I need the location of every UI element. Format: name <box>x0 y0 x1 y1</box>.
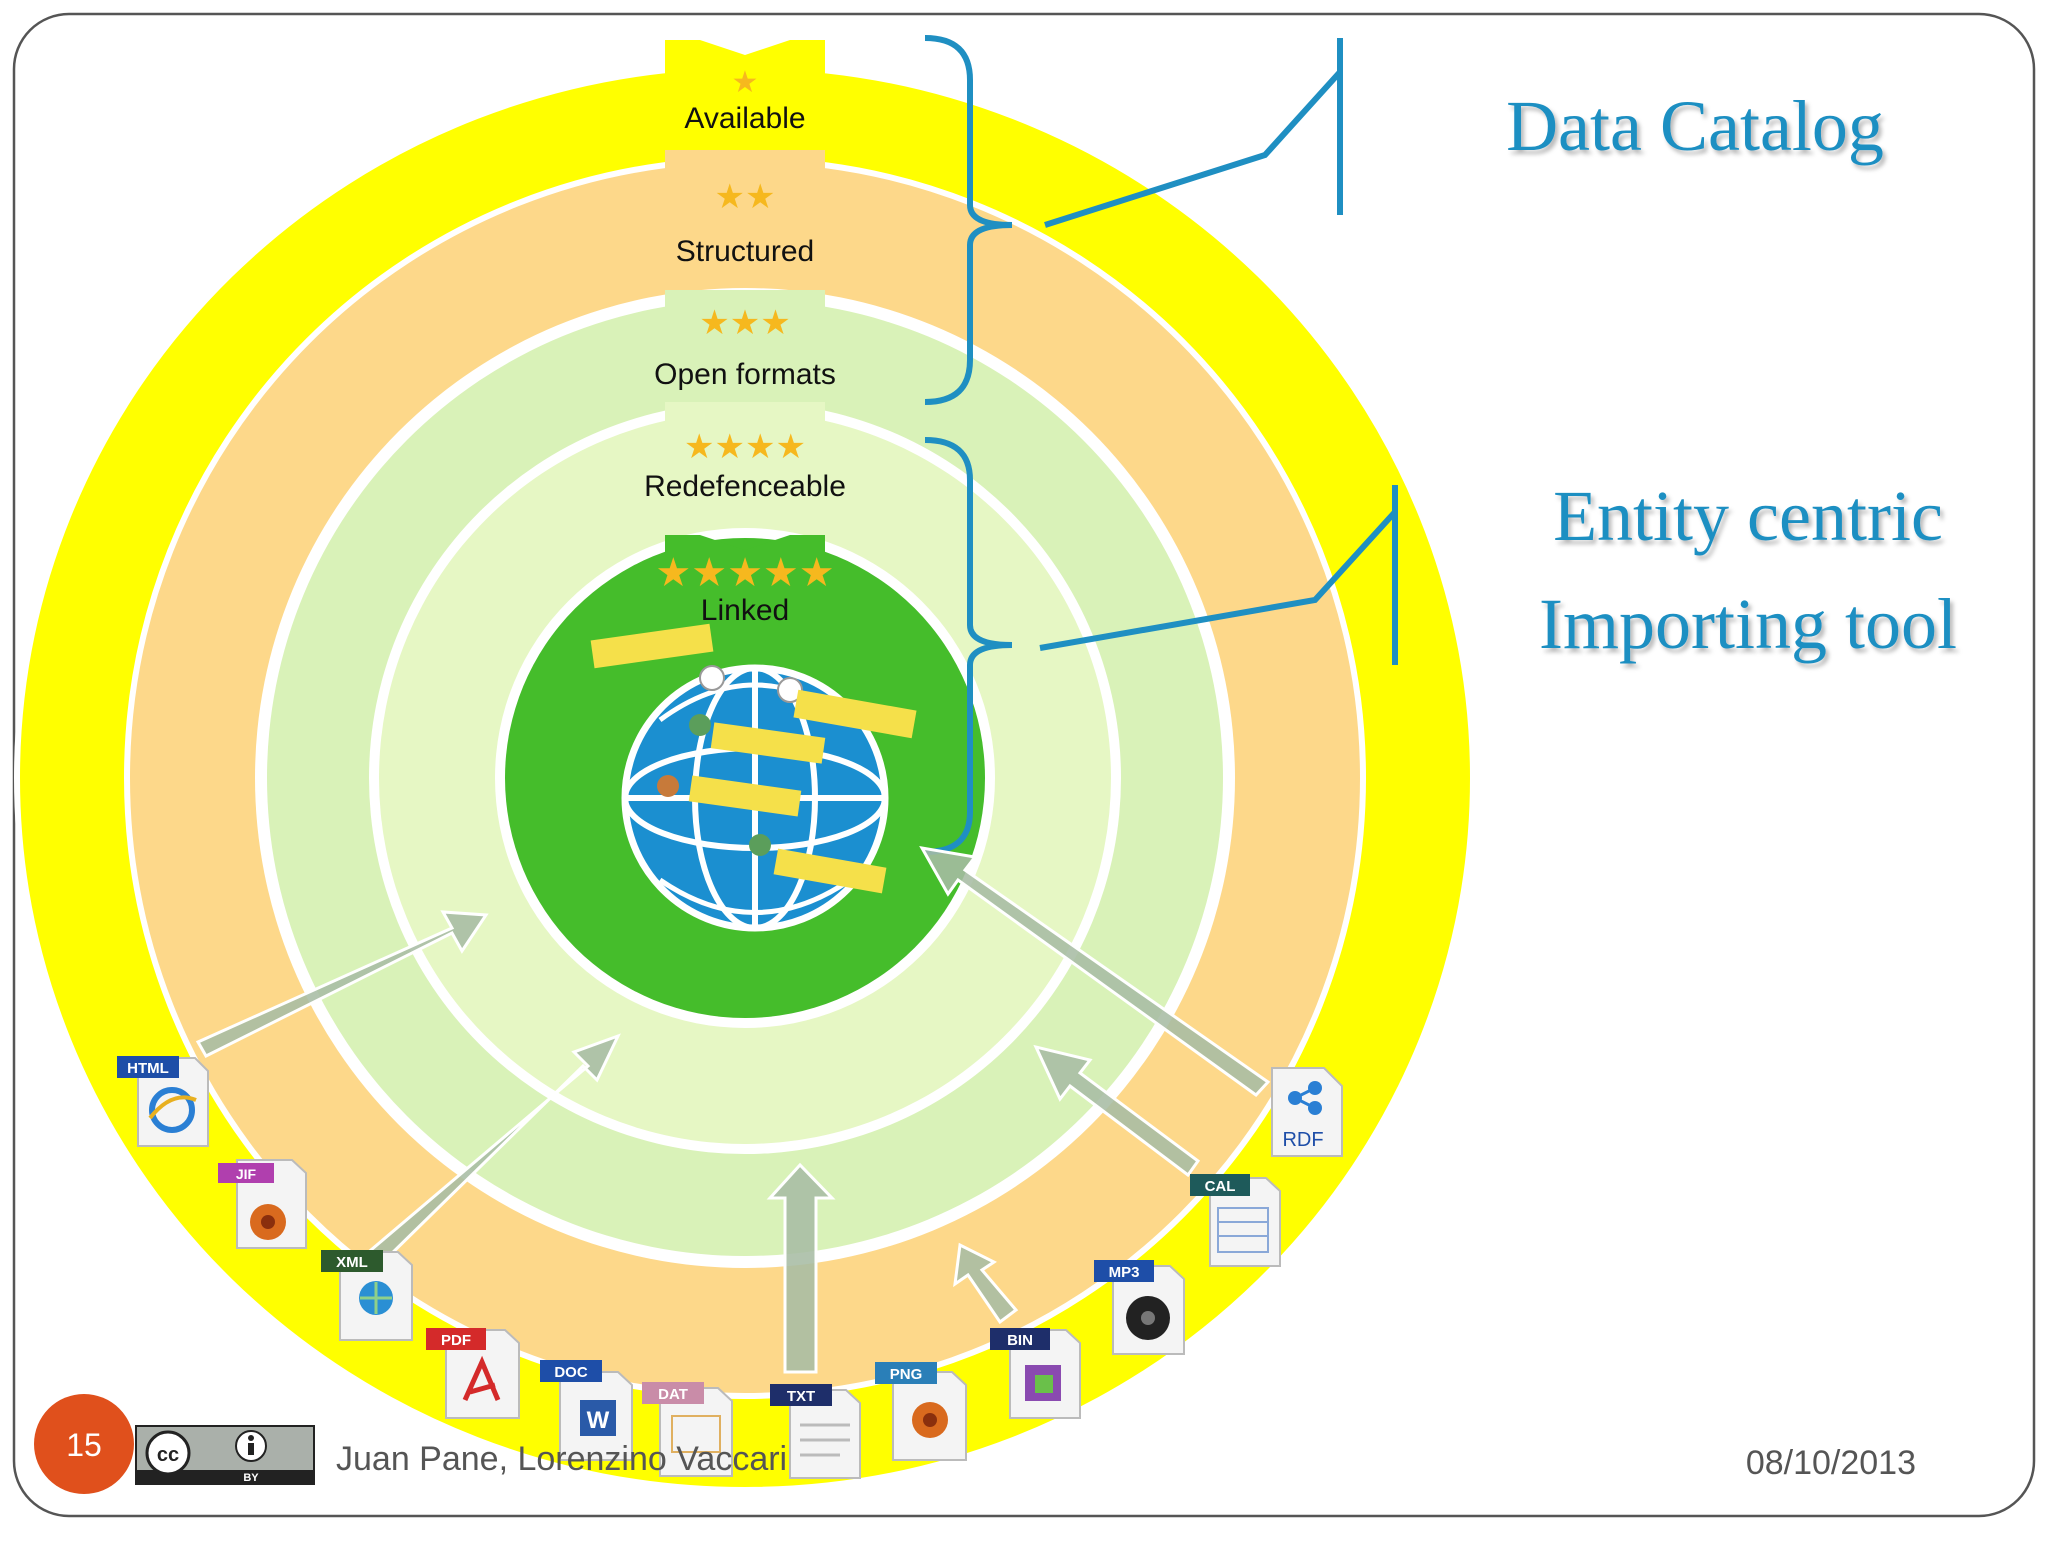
xml-file-icon: XML <box>321 1250 413 1341</box>
doc-file-label: DOC <box>554 1364 588 1381</box>
pdf-file-label: PDF <box>441 1332 471 1349</box>
xml-file-label: XML <box>336 1254 368 1271</box>
file-icons: HTML JIF XML PDF <box>117 1056 1343 1479</box>
rdf-file-icon: RDF <box>1271 1067 1343 1157</box>
mp3-file-icon: MP3 <box>1094 1260 1185 1355</box>
html-file-icon: HTML <box>117 1056 209 1147</box>
arrow-html <box>195 910 489 1058</box>
arrow-bin <box>953 1242 1019 1325</box>
rdf-file-label: RDF <box>1282 1129 1323 1151</box>
dat-file-label: DAT <box>658 1386 688 1403</box>
arrow-cal <box>1033 1044 1201 1178</box>
dat-file-icon: DAT <box>642 1382 733 1477</box>
html-file-label: HTML <box>127 1060 169 1077</box>
doc-file-icon: DOC W <box>540 1360 633 1461</box>
jif-file-icon: JIF <box>218 1159 307 1249</box>
cc-license-badge: cc BY <box>135 1425 315 1485</box>
bin-file-icon: BIN <box>990 1328 1081 1419</box>
slide-number: 15 <box>66 1427 102 1463</box>
cal-file-icon: CAL <box>1190 1174 1281 1267</box>
label-redefenceable: Redefenceable <box>644 470 846 503</box>
import-arrows <box>195 845 1271 1374</box>
data-catalog-bracket <box>924 35 1343 405</box>
svg-text:W: W <box>587 1407 610 1434</box>
label-structured: Structured <box>676 235 814 268</box>
label-available: Available <box>684 102 805 135</box>
txt-file-label: TXT <box>787 1388 815 1405</box>
label-linked: Linked <box>701 594 789 627</box>
arrow-rdf <box>919 845 1271 1097</box>
arrow-xml <box>368 1033 621 1265</box>
stars-4: ★★★★ <box>684 428 806 466</box>
stars-2: ★★ <box>715 178 776 216</box>
arrow-txt <box>766 1162 836 1374</box>
slide-number-badge <box>34 1394 134 1494</box>
stars-3: ★★★ <box>699 304 790 342</box>
cc-label: cc <box>157 1444 179 1466</box>
footer-date: 08/10/2013 <box>1746 1444 1916 1482</box>
png-file-label: PNG <box>890 1366 923 1383</box>
mp3-file-label: MP3 <box>1109 1264 1140 1281</box>
png-file-icon: PNG <box>875 1362 967 1461</box>
entity-tool-bracket <box>924 437 1398 855</box>
callout-entity-line2: Importing tool <box>1539 584 1957 664</box>
txt-file-icon: TXT <box>770 1384 861 1479</box>
linked-data-globe <box>590 623 917 932</box>
pdf-file-icon: PDF <box>426 1328 520 1419</box>
label-open-formats: Open formats <box>654 358 836 391</box>
callout-data-catalog: Data Catalog <box>1506 86 1884 166</box>
jif-file-label: JIF <box>236 1166 257 1182</box>
by-label: BY <box>243 1472 259 1484</box>
ring-labels: ★ Available ★★ Structured ★★★ Open forma… <box>644 66 846 627</box>
footer-authors: Juan Pane, Lorenzino Vaccari <box>336 1440 787 1478</box>
callout-entity-line1: Entity centric <box>1553 476 1943 556</box>
cal-file-label: CAL <box>1205 1178 1236 1195</box>
footer: 15 cc BY Juan Pane, Lorenzino Vaccari 08… <box>34 1394 1916 1494</box>
bin-file-label: BIN <box>1007 1332 1033 1349</box>
stars-5: ★★★★★ <box>655 551 834 595</box>
stars-1: ★ <box>732 66 759 99</box>
